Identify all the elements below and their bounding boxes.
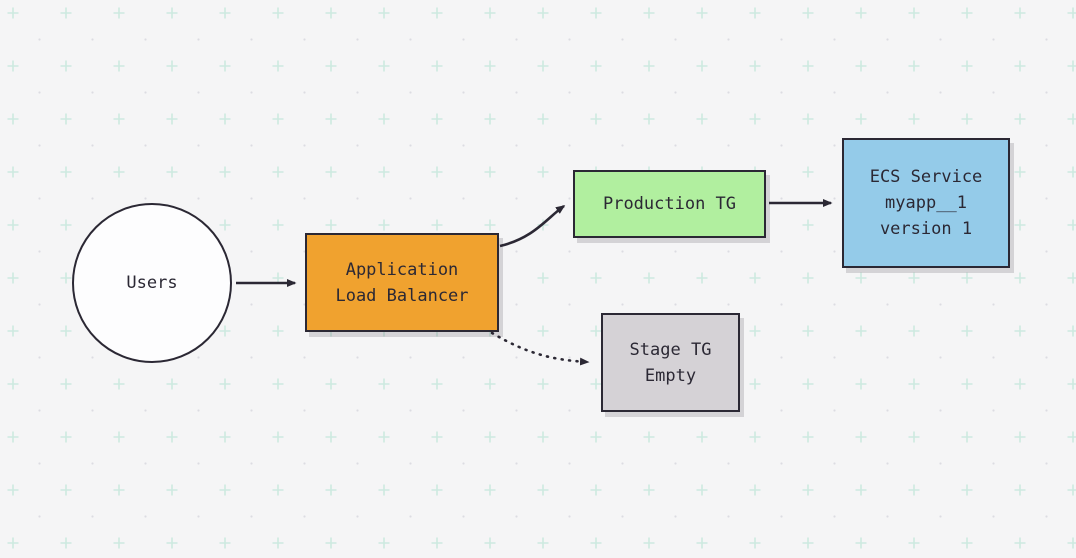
node-ecs-service-label-line: myapp__1: [885, 193, 967, 213]
node-users: Users: [72, 203, 232, 363]
node-production-tg-label: Production TG: [602, 194, 737, 214]
node-ecs-service: ECS Service myapp__1 version 1: [842, 138, 1010, 268]
node-stage-tg-label-line: Empty: [644, 365, 697, 386]
node-stage-tg: Stage TG Empty: [601, 313, 740, 412]
edge-load-balancer-to-stage-tg: [490, 331, 590, 366]
edge-load-balancer-to-production-tg: [499, 204, 566, 248]
node-ecs-service-label-line: ECS Service: [869, 167, 983, 187]
node-load-balancer-label-line: Application: [345, 259, 459, 280]
node-load-balancer-label-line: Load Balancer: [335, 285, 469, 306]
node-stage-tg-label-line: Stage TG: [629, 339, 712, 360]
node-production-tg: Production TG: [573, 170, 766, 238]
node-ecs-service-label-line: version 1: [879, 219, 973, 239]
node-users-label: Users: [126, 273, 178, 293]
node-load-balancer: Application Load Balancer: [305, 233, 499, 332]
